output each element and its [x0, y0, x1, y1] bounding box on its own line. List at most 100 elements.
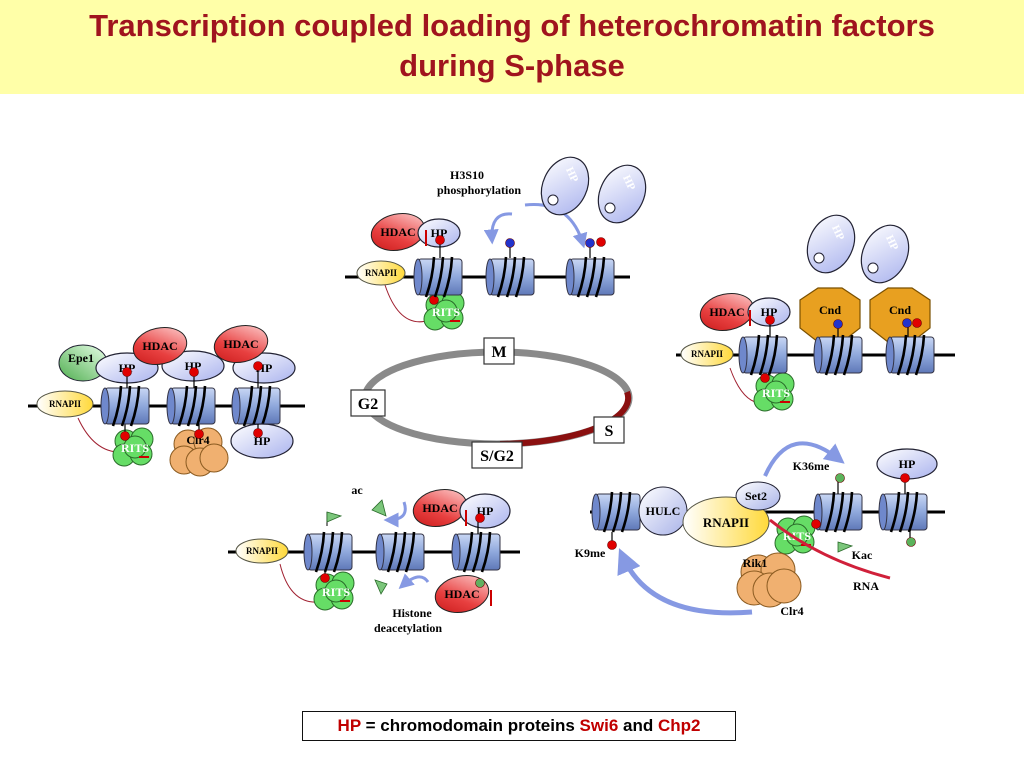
dna-wrap: [404, 531, 416, 573]
dna-wrap: [594, 256, 606, 298]
histone-mark: [120, 431, 130, 441]
h3s10-label: phosphorylation: [437, 183, 521, 197]
dna-wrap: [129, 385, 141, 427]
dna-wrap: [833, 334, 845, 376]
rits-label: RITS: [762, 386, 790, 400]
dna-wrap: [896, 334, 908, 376]
k36me-label: K36me: [793, 459, 830, 473]
rnapii-label: RNAPII: [703, 515, 749, 530]
h3s10-label: H3S10: [450, 168, 484, 182]
hp-label: HP: [563, 165, 580, 184]
clr4-label: Clr4: [780, 604, 803, 618]
hdac-label: HDAC: [444, 587, 479, 601]
histone-mark: [122, 367, 132, 377]
set2-protein: [735, 481, 781, 511]
dna-wrap: [585, 256, 597, 298]
dna-wrap: [889, 491, 901, 533]
histone-mark: [253, 361, 263, 371]
clr4-subunit: [199, 443, 229, 473]
hp-protein: [540, 156, 590, 216]
histone-mark: [194, 429, 204, 439]
hp-label: HP: [761, 305, 778, 319]
cycle-phase-box: [593, 416, 625, 444]
rna-transcript: [769, 518, 891, 580]
histone-mark: [596, 237, 606, 247]
hp-protein: [417, 218, 461, 248]
dna-wrap: [177, 385, 189, 427]
histone-mark: [607, 540, 617, 550]
dna-wrap: [907, 491, 919, 533]
histone-mark: [585, 238, 595, 248]
rnapii-complex: [680, 341, 734, 367]
hp-protein: [161, 350, 225, 382]
k9me-label: K9me: [575, 546, 606, 560]
rnapii-label: RNAPII: [691, 349, 723, 359]
histone-mark: [906, 537, 916, 547]
hp-free-end: [867, 262, 879, 274]
hdac-label: HDAC: [709, 305, 744, 319]
epe1-label: Epe1: [68, 351, 94, 365]
hp-protein: [860, 224, 910, 284]
dna-wrap: [195, 385, 207, 427]
set2-label: Set2: [745, 489, 767, 503]
dna-wrap: [576, 256, 588, 298]
acetyl-flag: [371, 499, 387, 517]
nucleosome-face: [303, 533, 313, 571]
nucleosome-face: [375, 533, 385, 571]
dna-wrap: [314, 531, 326, 573]
hp-protein: [230, 423, 294, 459]
dna-wrap: [332, 531, 344, 573]
dna-wrap: [496, 256, 508, 298]
histone-mark: [900, 473, 910, 483]
histone-mark: [835, 473, 845, 483]
nucleosome-face: [885, 336, 895, 374]
kac-label: Kac: [852, 548, 873, 562]
rits-label: RITS: [322, 585, 350, 599]
histone-mark: [189, 367, 199, 377]
rnapii-complex: [682, 496, 770, 548]
histone-mark: [475, 578, 485, 588]
clr4-subunit: [766, 568, 802, 604]
hp-free-end: [604, 202, 616, 214]
rits-subunit: [123, 435, 147, 459]
transition-arrow: [617, 548, 753, 616]
dna-wrap: [758, 334, 770, 376]
histone-mark: [760, 373, 770, 383]
legend-hp: HP: [337, 716, 361, 735]
hp-label: HP: [883, 233, 900, 252]
dna-wrap: [251, 385, 263, 427]
dna-wrap: [842, 491, 854, 533]
title-bar: [0, 0, 1024, 94]
histone-mark: [902, 318, 912, 328]
nucleosome-face: [451, 533, 461, 571]
rnapii-complex: [36, 390, 94, 418]
legend-chp2: Chp2: [657, 716, 701, 735]
dna-wrap: [462, 531, 474, 573]
histone-mark: [912, 318, 922, 328]
hp-label: HP: [620, 173, 637, 192]
rnapii-label: RNAPII: [49, 399, 81, 409]
histone-mark: [253, 428, 263, 438]
dna-wrap: [242, 385, 254, 427]
histone-mark: [429, 295, 439, 305]
rik1-label: Rik1: [743, 556, 768, 570]
dna-wrap: [824, 334, 836, 376]
title-line-2: during S-phase: [399, 48, 625, 83]
rits-subunit: [785, 523, 809, 547]
acetyl-flag: [326, 511, 343, 523]
dna-wrap: [767, 334, 779, 376]
dna-wrap: [120, 385, 132, 427]
dna-wrap: [260, 385, 272, 427]
page-title: Transcription coupled loading of heteroc…: [0, 6, 1024, 86]
acetyl-flag: [374, 579, 388, 595]
hp-protein: [806, 214, 856, 274]
hp-protein: [459, 493, 511, 529]
title-line-1: Transcription coupled loading of heteroc…: [89, 8, 935, 43]
ac-label: ac: [351, 483, 363, 497]
dna-wrap: [395, 531, 407, 573]
hdac-protein: [434, 575, 490, 613]
hp-protein: [747, 297, 791, 327]
legend-and: and: [618, 716, 658, 735]
